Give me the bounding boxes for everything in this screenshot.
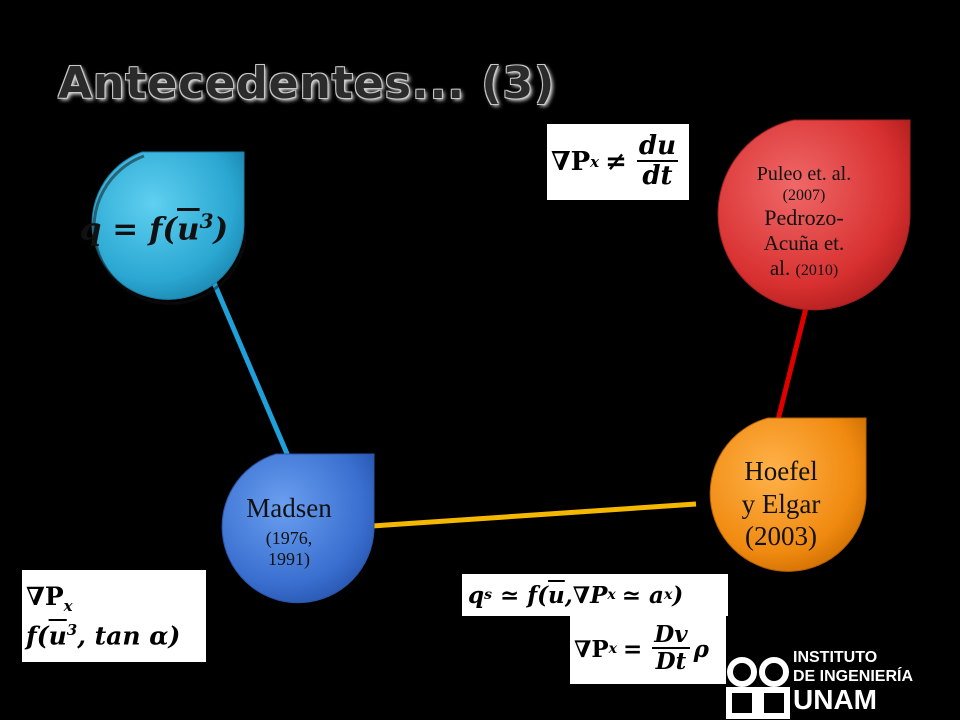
- cyan-drop-node: q = f(u3): [62, 148, 246, 308]
- puleo-line2: (2007): [782, 186, 826, 204]
- puleo-line4: Acuña et.: [763, 231, 845, 256]
- madsen-years-1: (1976,: [265, 527, 313, 548]
- logo-line1: INSTITUTO: [793, 649, 878, 666]
- puleo-line3: Pedrozo-: [764, 205, 844, 231]
- hoefel-line1: Hoefel: [744, 455, 818, 486]
- hoefel-drop-node: Hoefel y Elgar (2003): [692, 416, 870, 580]
- puleo-line1: Puleo et. al.: [756, 162, 852, 185]
- hoefel-line2: y Elgar: [741, 488, 821, 519]
- puleo-line5: al. (2010): [769, 256, 839, 281]
- connector-madsen-hoefel: [371, 501, 697, 529]
- hoefel-line3: (2003): [745, 521, 817, 552]
- connector-hoefel-puleo: [775, 307, 809, 421]
- logo-line3: UNAM: [793, 684, 877, 715]
- puleo-drop-node: Puleo et. al. (2007) Pedrozo- Acuña et. …: [694, 118, 914, 314]
- madsen-drop-node: Madsen (1976, 1991): [200, 452, 378, 610]
- madsen-name: Madsen: [246, 492, 332, 523]
- logo-line2: DE INGENIERÍA: [793, 668, 914, 685]
- connector-cyan-madsen: [209, 277, 291, 457]
- cyan-formula: q = f(u3): [79, 208, 229, 248]
- logo-text: INSTITUTO DE INGENIERÍA UNAM: [793, 650, 913, 714]
- madsen-years-2: 1991): [268, 548, 310, 569]
- unam-logo-icon: [726, 657, 790, 719]
- slide-title: Antecedentes... (3): [58, 58, 556, 109]
- equation-madsen: ∇Px f(u3, tan α): [22, 570, 206, 662]
